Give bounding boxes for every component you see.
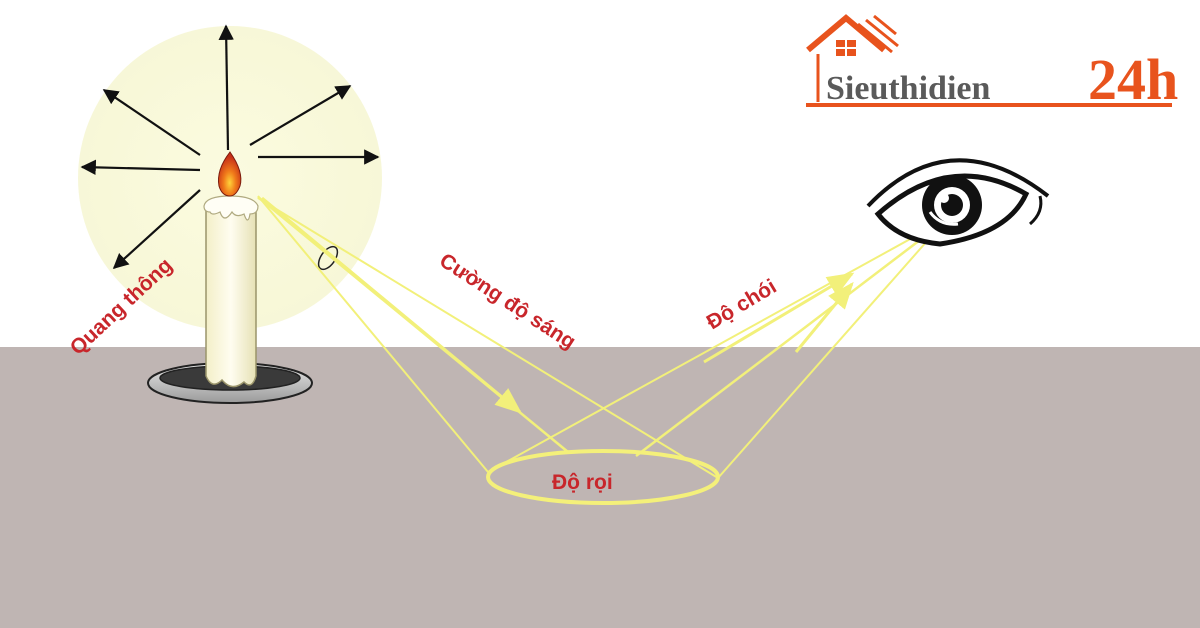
flux-arrow-upright [249,85,352,146]
logo-suffix-text: 24h [1088,47,1178,112]
candle [203,188,259,388]
candle-flame [218,151,242,197]
logo-underline [806,103,1172,107]
flux-arrow-up [218,24,234,151]
label-illuminance: Độ rọi [552,471,613,494]
house-roof-icon [806,14,886,53]
logo-brand-text: Sieuthidien [826,70,990,107]
label-luminous-intensity: Cường độ sáng [435,249,579,354]
flux-arrow-left [80,159,201,176]
illuminance-area [486,449,720,505]
label-luminance: Độ chói [703,275,781,334]
luminance-beams [487,237,929,479]
flux-arrow-upleft [102,89,201,156]
eye-icon [866,158,1050,247]
flux-arrow-downleft [112,189,201,270]
solid-angle-ring [317,245,339,271]
luminous-flux-arrows [80,24,380,270]
brand-logo: Sieuthidien 24h [806,14,1178,112]
intensity-beams [257,195,719,479]
